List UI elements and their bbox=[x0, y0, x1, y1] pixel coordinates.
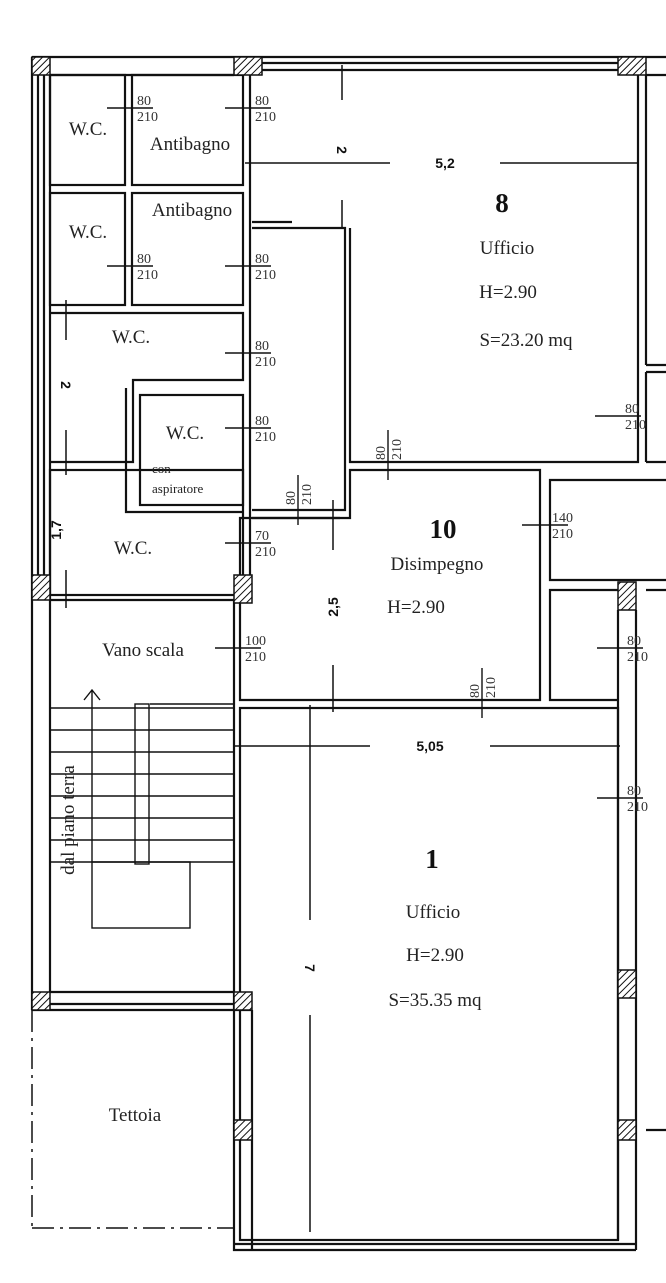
dim-7: 7 bbox=[302, 964, 318, 972]
disimpegno-name: Disimpegno bbox=[391, 554, 484, 575]
wc5-label: W.C. bbox=[114, 538, 152, 559]
tettoia-outline bbox=[31, 1010, 234, 1229]
door-width: 80 bbox=[255, 414, 269, 429]
wc2-label: W.C. bbox=[69, 222, 107, 243]
dim-5-05: 5,05 bbox=[416, 738, 443, 754]
office1-name: Ufficio bbox=[406, 902, 461, 923]
door-height: 210 bbox=[625, 418, 646, 433]
stairs bbox=[50, 688, 234, 929]
walls bbox=[30, 55, 666, 1252]
office8-height: H=2.90 bbox=[479, 282, 537, 303]
door-width: 70 bbox=[255, 529, 269, 544]
vano-scala-label: Vano scala bbox=[102, 640, 184, 661]
door-height: 210 bbox=[245, 650, 266, 665]
door-height: 210 bbox=[627, 650, 648, 665]
door-height: 210 bbox=[390, 439, 405, 460]
wc4-label: W.C. bbox=[166, 423, 204, 444]
door-width: 80 bbox=[255, 252, 269, 267]
dimension-labels: 2 5,2 2 1,7 2,5 5,05 7 bbox=[48, 146, 455, 972]
office1-area: S=35.35 mq bbox=[388, 990, 482, 1011]
office8-area: S=23.20 mq bbox=[479, 330, 573, 351]
dim-5-2: 5,2 bbox=[435, 155, 455, 171]
door-width: 140 bbox=[552, 511, 573, 526]
door-height: 210 bbox=[255, 355, 276, 370]
door-height: 210 bbox=[552, 527, 573, 542]
door-width: 80 bbox=[284, 491, 299, 505]
disimpegno-height: H=2.90 bbox=[387, 597, 445, 618]
antibagno2-label: Antibagno bbox=[152, 200, 232, 221]
disimpegno-number: 10 bbox=[430, 514, 457, 544]
door-width: 80 bbox=[625, 402, 639, 417]
door-width: 80 bbox=[468, 684, 483, 698]
dimension-lines bbox=[65, 65, 638, 1232]
door-height: 210 bbox=[255, 545, 276, 560]
door-height: 210 bbox=[137, 268, 158, 283]
dim-2-5: 2,5 bbox=[325, 597, 341, 617]
office1-number: 1 bbox=[425, 844, 439, 874]
door-height: 210 bbox=[255, 110, 276, 125]
wc3-label: W.C. bbox=[112, 327, 150, 348]
wc1-label: W.C. bbox=[69, 119, 107, 140]
dim-left-2: 2 bbox=[58, 381, 74, 389]
dim-1-7: 1,7 bbox=[48, 520, 64, 540]
room-labels: W.C. Antibagno W.C. Antibagno W.C. W.C. … bbox=[58, 119, 573, 1126]
door-height: 210 bbox=[137, 110, 158, 125]
antibagno1-label: Antibagno bbox=[150, 134, 230, 155]
door-width: 100 bbox=[245, 634, 266, 649]
door-width: 80 bbox=[627, 634, 641, 649]
office8-name: Ufficio bbox=[480, 238, 535, 259]
door-width: 80 bbox=[627, 784, 641, 799]
door-marks: 8021080210802108021080210802107021010021… bbox=[107, 94, 648, 815]
office8-number: 8 bbox=[495, 188, 509, 218]
door-width: 80 bbox=[255, 339, 269, 354]
wc4-note-con: con bbox=[152, 461, 171, 476]
door-height: 210 bbox=[484, 677, 499, 698]
wc4-note-aspiratore: aspiratore bbox=[152, 481, 203, 496]
dim-top-2: 2 bbox=[334, 146, 350, 154]
door-width: 80 bbox=[137, 252, 151, 267]
door-width: 80 bbox=[255, 94, 269, 109]
tettoia-label: Tettoia bbox=[109, 1105, 162, 1126]
door-width: 80 bbox=[137, 94, 151, 109]
office1-height: H=2.90 bbox=[406, 945, 464, 966]
stairs-note: dal piano terra bbox=[58, 765, 79, 875]
door-height: 210 bbox=[300, 484, 315, 505]
pillars bbox=[31, 56, 647, 1141]
door-height: 210 bbox=[627, 800, 648, 815]
door-height: 210 bbox=[255, 268, 276, 283]
door-height: 210 bbox=[255, 430, 276, 445]
door-width: 80 bbox=[374, 446, 389, 460]
